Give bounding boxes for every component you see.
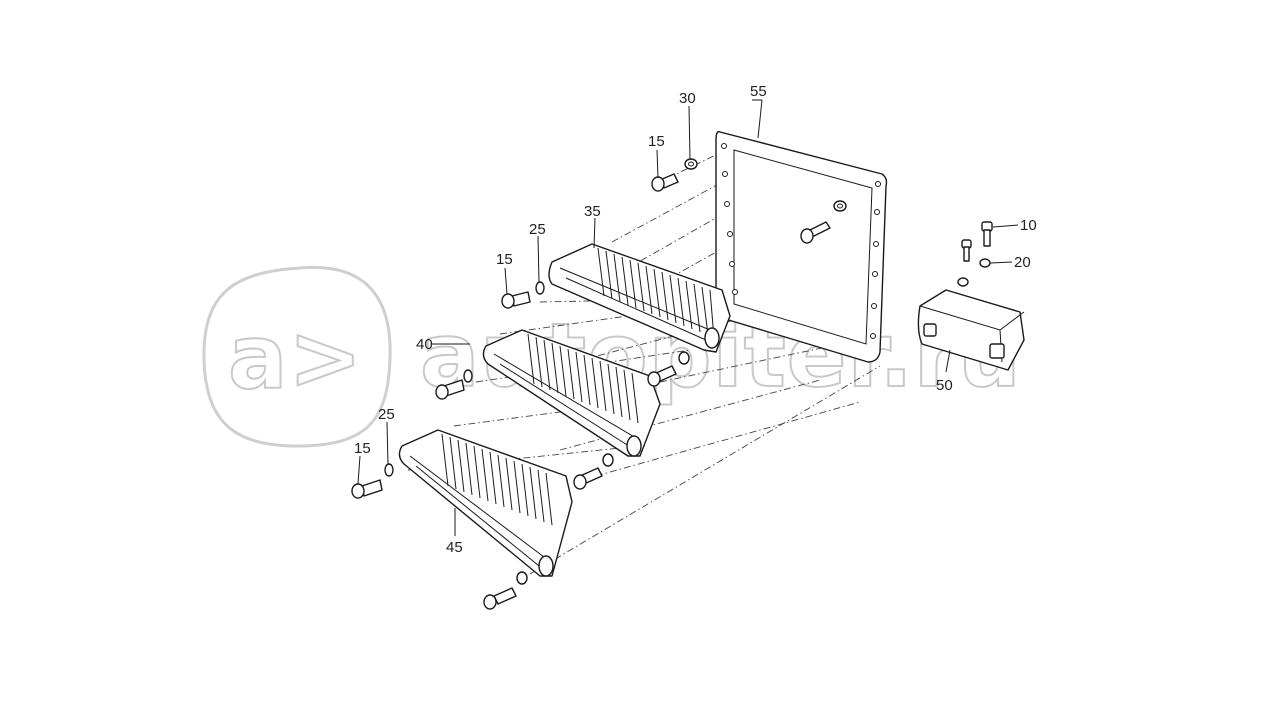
callout-25-bottom: 25 [378,406,395,423]
callout-15-left-bottom: 15 [354,440,371,457]
screw-15-left-bottom [351,479,383,499]
callout-10: 10 [1020,217,1037,234]
frame-plate-55 [715,130,888,363]
watermark-logo-outline [202,265,392,448]
callout-labels: 10 15 15 15 20 25 25 30 35 40 45 50 55 [354,83,1037,556]
screw-30-washer [684,158,698,170]
watermark-logo-glyph: a> [228,306,363,409]
washer-25-top [535,281,545,295]
callout-20: 20 [1014,254,1031,271]
screw-step45-bottom [483,571,528,610]
washer-20 [957,258,991,287]
callout-55: 55 [750,83,767,100]
callout-15-left-top: 15 [496,251,513,268]
screw-40-left [435,369,473,400]
callout-25-top: 25 [529,221,546,238]
step-tread-40 [482,329,661,457]
callout-45: 45 [446,539,463,556]
callout-35: 35 [584,203,601,220]
screw-15-left-top [501,291,531,309]
screw-frame-inner [800,200,847,244]
screw-10 [961,221,993,262]
callout-30: 30 [679,90,696,107]
step-tread-35 [548,243,731,353]
callout-50: 50 [936,377,953,394]
screw-step35-right [647,351,690,387]
cover-box-50 [917,289,1025,371]
screw-step40-right [573,453,614,490]
leader-lines [357,99,1019,536]
step-tread-45 [398,429,573,577]
callout-40: 40 [416,336,433,353]
screw-15-top [651,173,679,192]
callout-15-top: 15 [648,133,665,150]
washer-25-bottom [384,463,394,477]
